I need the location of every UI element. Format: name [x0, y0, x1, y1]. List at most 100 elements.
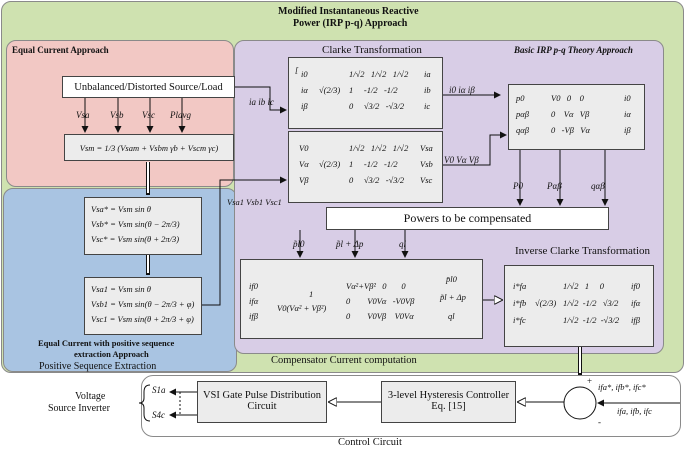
power-out-ql: ql: [399, 239, 407, 249]
summing-minus: -: [598, 417, 601, 427]
power-out-pl0: p̃l0: [293, 239, 305, 249]
title-line-2: Power (IRP p-q) Approach: [293, 18, 407, 29]
vsc-star-eq: Vsc* = Vsm sin(θ + 2π/3): [91, 234, 180, 244]
gate-pulse-box: VSI Gate Pulse Distribution Circuit: [197, 381, 327, 423]
clarke-i-rhs-0: ia: [424, 69, 431, 79]
irp-row-1: 0 Vα Vβ: [551, 109, 590, 119]
clarke-v-lhs-0: V0: [299, 143, 309, 153]
clarke-v-row-0: 1/√2 1/√2 1/√2: [349, 143, 409, 153]
vsa-star-eq: Vsa* = Vsm sin θ: [91, 204, 151, 214]
measured-current-input: ifa, ifb, ifc: [617, 406, 652, 416]
clarke-v-row-2: 0 √3/2 -√3/2: [349, 175, 405, 185]
summing-plus: +: [587, 376, 593, 386]
clarke-v-rhs-1: Vsb: [420, 159, 433, 169]
input-vsa: Vsa: [76, 110, 90, 120]
hysteresis-label-1: 3-level Hysteresis Controller: [387, 390, 510, 401]
hysteresis-label-2: Eq. [15]: [431, 401, 466, 412]
clarke-i-lhs-1: iα: [301, 85, 308, 95]
equal-current-region: [6, 40, 234, 187]
irp-output-qalphabeta: qαβ: [591, 181, 605, 191]
vsb-star-eq: Vsb* = Vsm sin(θ − 2π/3): [91, 219, 180, 229]
comp-rhs-0: p̄l0: [446, 274, 457, 284]
irp-row-2: 0 -Vβ Vα: [551, 125, 590, 135]
power-out-pl-dp: p̃l + Δp: [336, 239, 364, 249]
control-circuit-label: Control Circuit: [338, 437, 402, 448]
vsb1-eq: Vsb1 = Vsm sin(θ − 2π/3 + φ): [91, 299, 195, 309]
reference-current-input: ifa*, ifb*, ifc*: [598, 382, 646, 392]
inv-coeff: √(2/3): [535, 298, 557, 308]
hysteresis-controller-box: 3-level Hysteresis Controller Eq. [15]: [381, 381, 516, 423]
switch-brace: [138, 384, 151, 422]
irp-lhs-0: p0: [516, 93, 525, 103]
comp-coeff-num: 1: [309, 289, 314, 299]
comp-lhs-2: ifβ: [249, 311, 258, 321]
clarke-i-row-2: 0 √3/2 -√3/2: [349, 101, 405, 111]
switch-s4c: S4c: [152, 410, 165, 420]
basic-irp-matrix-box: p0 pαβ qαβ V0 0 0 0 Vα Vβ 0 -Vβ Vα i0 iα…: [508, 84, 645, 150]
positive-seq-label: Positive Sequence Extraction: [39, 361, 157, 372]
inv-rhs-0: if0: [631, 281, 640, 291]
compensator-label: Compensator Current computation: [271, 355, 417, 366]
positive-seq-caption-2: extraction Approach: [74, 349, 149, 359]
vsa1-eq: Vsa1 = Vsm sin θ: [91, 284, 151, 294]
inv-lhs-1: i*fb: [513, 298, 527, 308]
clarke-coeff-1: √(2/3): [319, 85, 341, 95]
summing-junction: [563, 386, 597, 420]
inv-row-1: 1/√2 -1/2 √3/2: [563, 298, 619, 308]
input-plavg: Plavg: [170, 110, 191, 120]
powers-compensated-label: Powers to be compensated: [403, 211, 532, 225]
equal-current-heading: Equal Current Approach: [12, 45, 109, 55]
clarke-i-lhs-2: iβ: [301, 101, 308, 111]
clarke-v-rhs-0: Vsa: [420, 143, 433, 153]
wire-vsa1: [202, 176, 287, 306]
title-line-1: Modified Instantaneous Reactive: [278, 6, 419, 17]
irp-rhs-0: i0: [624, 93, 631, 103]
comp-rhs-2: ql: [448, 311, 455, 321]
clarke-voltage-outputs: V0 Vα Vβ: [444, 155, 479, 165]
vsm-equation-box: Vsm = 1/3 (Vsam + Vsbm γb + Vscm γc): [64, 134, 234, 161]
irp-row-0: V0 0 0: [551, 93, 584, 103]
clarke-coeff-2: √(2/3): [319, 159, 341, 169]
wire-ia-ib-ic: [235, 86, 287, 114]
comp-coeff-den: V0(Vα² + Vβ²): [277, 303, 327, 313]
irp-lhs-2: qαβ: [516, 125, 529, 135]
comp-lhs-0: if0: [249, 281, 258, 291]
title-line-2-text: Power (IRP p-q) Approach: [293, 18, 408, 29]
comp-row-0: Vα²+Vβ² 0 0: [346, 281, 406, 291]
inv-lhs-0: i*fa: [513, 281, 527, 291]
inv-rhs-1: ifα: [631, 298, 641, 308]
irp-rhs-1: iα: [624, 109, 631, 119]
input-vsc: Vsc: [142, 110, 155, 120]
voltage-inputs-label: Vsa1 Vsb1 Vsc1: [227, 197, 282, 207]
clarke-heading: Clarke Transformation: [322, 44, 422, 56]
source-load-label: Unbalanced/Distorted Source/Load: [74, 81, 223, 93]
inverse-clarke-matrix-box: i*fa i*fb i*fc √(2/3) 1/√2 1 0 1/√2 -1/2…: [504, 265, 654, 347]
gate-pulse-label-2: Circuit: [247, 401, 277, 412]
switch-s1a: S1a: [152, 385, 166, 395]
comp-rhs-1: p̃l + Δp: [440, 292, 466, 302]
comp-row-1: 0 V0Vα -V0Vβ: [346, 296, 415, 306]
comp-lhs-1: ifα: [249, 296, 259, 306]
compensator-matrix-box: if0 ifα ifβ 1 V0(Vα² + Vβ²) Vα²+Vβ² 0 0 …: [240, 259, 483, 339]
basic-irp-heading: Basic IRP p-q Theory Approach: [514, 45, 633, 55]
vsm-equation: Vsm = 1/3 (Vsam + Vsbm γb + Vscm γc): [79, 142, 219, 153]
powers-compensated-box: Powers to be compensated: [326, 207, 609, 230]
irp-output-palphabeta: Pαβ: [547, 181, 562, 191]
inv-rhs-2: ifβ: [631, 315, 640, 325]
clarke-i-lhs-0: i0: [301, 69, 308, 79]
irp-lhs-1: pαβ: [516, 109, 529, 119]
wire-v0-valpha-vbeta: [443, 131, 507, 166]
clarke-v-lhs-1: Vα: [299, 159, 309, 169]
comp-row-2: 0 V0Vβ V0Vα: [346, 311, 414, 321]
clarke-voltage-matrix-box: V0 Vα Vβ √(2/3) 1/√2 1/√2 1/√2 1 -1/2 -1…: [288, 131, 443, 203]
clarke-v-rhs-2: Vsc: [420, 175, 433, 185]
reference-voltage-box: Vsa* = Vsm sin θ Vsb* = Vsm sin(θ − 2π/3…: [84, 197, 202, 255]
clarke-v-lhs-2: Vβ: [299, 175, 309, 185]
irp-rhs-2: iβ: [624, 125, 631, 135]
input-vsb: Vsb: [110, 110, 124, 120]
vsi-label-1: Voltage: [75, 391, 106, 402]
clarke-i-row-1: 1 -1/2 -1/2: [349, 85, 398, 95]
vsi-label-2: Source Inverter: [48, 403, 110, 414]
positive-seq-caption-1: Equal Current with positive sequence: [38, 338, 175, 348]
